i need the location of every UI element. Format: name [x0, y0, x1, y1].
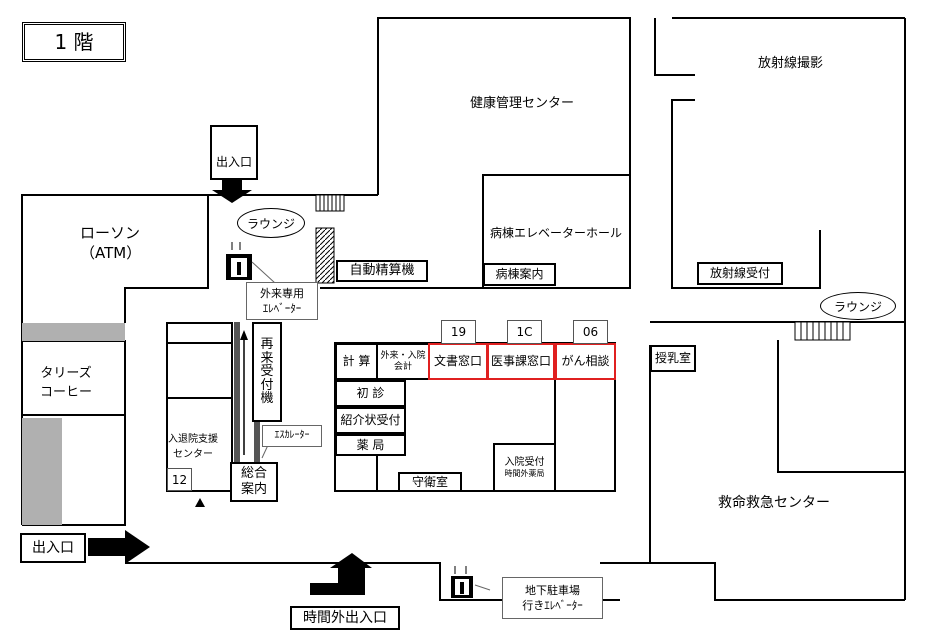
admission-reception-label: 入院受付 — [504, 456, 545, 468]
referral-reception: 紹介状受付 — [335, 407, 406, 434]
arrow-right-icon — [88, 530, 150, 564]
lounge-1: ラウンジ — [237, 208, 305, 238]
cancer-consult-window: がん相談 — [555, 343, 616, 380]
room-ward-elevator-hall: 病棟エレベーターホール — [490, 226, 623, 240]
ward-info: 病棟案内 — [483, 263, 556, 286]
stairs-icon — [315, 194, 345, 212]
lounge-2: ラウンジ — [820, 292, 896, 320]
after-hours-entrance[interactable]: 時間外出入口 — [290, 606, 400, 630]
first-visit-counter: 初 診 — [335, 380, 406, 407]
general-info: 総合 案内 — [230, 462, 278, 502]
guard-room: 守衛室 — [398, 472, 462, 492]
arrow-up-turn-icon — [310, 553, 372, 595]
pharmacy: 薬 局 — [335, 434, 406, 456]
entrance-left[interactable]: 出入口 — [20, 533, 86, 563]
lactation-room: 授乳室 — [650, 345, 696, 372]
room-emergency-center: 救命救急センター — [718, 495, 830, 511]
revisit-reception-machine[interactable]: 再 来 受 付 機 — [252, 322, 282, 422]
window-number-19: 19 — [441, 320, 476, 344]
billing-counter: 外来・入院 会計 — [376, 343, 430, 380]
escalator-callout: ｴｽｶﾚｰﾀｰ — [262, 425, 322, 447]
auto-payment-machine: 自動精算機 — [336, 260, 428, 282]
admission-reception: 入院受付 時間外薬局 — [493, 443, 556, 492]
triangle-marker-icon — [195, 498, 205, 507]
radiology-reception: 放射線受付 — [697, 262, 783, 285]
window-number-06: 06 — [573, 320, 608, 344]
stairs-icon — [794, 321, 851, 341]
floor-title: 1 階 — [22, 22, 126, 62]
arrow-down-icon — [212, 180, 252, 203]
window-number-12: 12 — [167, 468, 192, 491]
entrance-top[interactable]: 出入口 — [210, 125, 258, 180]
medical-affairs-window: 医事課窓口 — [487, 343, 555, 380]
calc-counter: 計 算 — [335, 343, 378, 380]
elevator-icon — [226, 242, 252, 280]
room-admission-support: 入退院支援 センター — [168, 434, 218, 460]
room-health-center: 健康管理センター — [470, 96, 575, 111]
room-lawson: ローソン — [80, 224, 141, 242]
room-radiology: 放射線撮影 — [758, 56, 824, 71]
atm-label: （ATM） — [80, 244, 142, 262]
window-number-1c: 1C — [507, 320, 542, 344]
outpatient-elevator-callout: 外来専用 ｴﾚﾍﾞｰﾀｰ — [246, 282, 318, 320]
elevator-icon — [451, 566, 473, 598]
parking-elevator-callout: 地下駐車場 行きｴﾚﾍﾞｰﾀｰ — [502, 577, 603, 619]
document-window: 文書窓口 — [428, 343, 488, 380]
room-tullys: タリーズ コーヒー — [40, 366, 93, 400]
after-hours-pharmacy-label: 時間外薬局 — [504, 468, 545, 478]
